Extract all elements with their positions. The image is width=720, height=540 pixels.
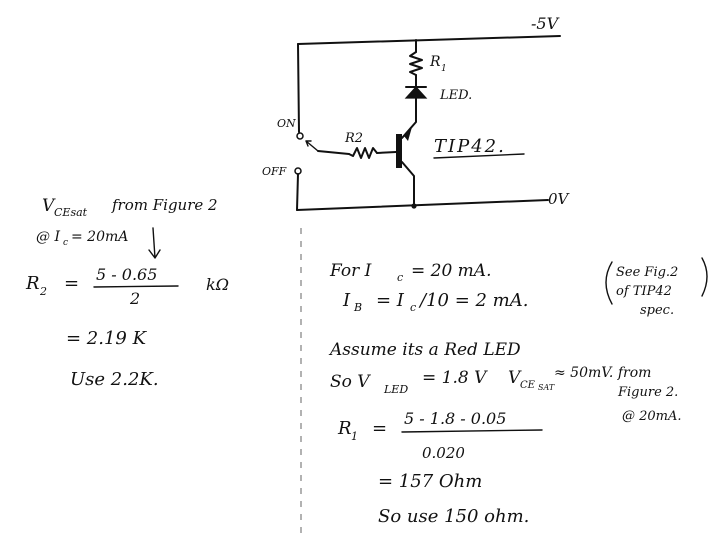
- spec-bracket-right: [701, 257, 708, 297]
- current-condition-value: = 20mA: [71, 229, 128, 245]
- r2-calculation: V CEsat from Figure 2 @ I c = 20mA R 2 =…: [25, 196, 229, 390]
- switch-on-contact: [296, 132, 304, 140]
- base-wire: [376, 151, 397, 154]
- r2-unit: kΩ: [206, 275, 229, 294]
- r2-to-switch-wire: [317, 150, 350, 155]
- transistor-label: TIP42.: [434, 136, 506, 157]
- collector-wire: [401, 161, 415, 207]
- led-symbol: [404, 86, 428, 99]
- ib-subscript: B: [353, 301, 362, 314]
- ground-junction-dot: [411, 203, 417, 209]
- vcesat-right-symbol: V: [508, 368, 522, 388]
- r2-symbol: R: [25, 273, 40, 294]
- vled-label: So V: [330, 372, 371, 392]
- resistor-r1-subscript: 1: [441, 64, 447, 74]
- spec-reference-line2: of TIP42: [616, 284, 672, 299]
- r1-symbol: R: [337, 418, 352, 439]
- vled-value: = 1.8 V: [422, 368, 488, 388]
- vcesat-right-figure: Figure 2.: [617, 385, 678, 400]
- switch-ground-wire: [296, 173, 299, 211]
- current-condition-label: @ I: [36, 229, 60, 245]
- vcesat-subscript: CEsat: [54, 206, 88, 219]
- r2-subscript: 2: [39, 285, 47, 298]
- ic-subscript: c: [397, 271, 403, 284]
- r2-selected-value: Use 2.2K.: [70, 369, 159, 390]
- vcesat-symbol: V: [42, 196, 56, 216]
- resistor-r1-symbol: [409, 51, 423, 76]
- r1-fraction-bar: [401, 429, 543, 433]
- supply-voltage-label: -5V: [531, 14, 560, 33]
- r1-subscript: 1: [351, 430, 358, 443]
- r1-equals: =: [372, 418, 387, 439]
- switch-off-label: OFF: [262, 165, 287, 178]
- switch-feed-wire: [297, 43, 300, 133]
- ib-equals-ic: = I: [376, 290, 405, 311]
- current-condition-subscript: c: [63, 238, 68, 248]
- ground-rail-wire: [296, 199, 549, 211]
- circuit-diagram: -5V R 1 LED. R2 ON OFF: [262, 14, 571, 211]
- vcesat-right-subscript: CE: [520, 380, 536, 391]
- vcesat-right-value: ≈ 50mV. from: [554, 365, 651, 381]
- resistor-r2-label: R2: [344, 131, 363, 146]
- transistor-tip42-symbol: [396, 134, 402, 168]
- ib-value: /10 = 2 mA.: [418, 290, 528, 311]
- ic-value: = 20 mA.: [411, 261, 491, 281]
- ground-voltage-label: 0V: [548, 190, 571, 208]
- spec-bracket-left: [605, 261, 613, 305]
- transistor-label-underline: [433, 153, 525, 159]
- r2-equals: =: [64, 273, 79, 294]
- r2-denominator: 2: [129, 289, 140, 308]
- ic-label: For I: [329, 261, 372, 281]
- ib-ic-subscript: c: [410, 301, 416, 314]
- r1-numerator: 5 - 1.8 - 0.05: [404, 409, 506, 428]
- switch-arm-arrow: [305, 140, 319, 152]
- led-assumption: Assume its a Red LED: [328, 340, 521, 360]
- r2-fraction-bar: [93, 285, 179, 288]
- r2-numerator: 5 - 0.65: [96, 265, 157, 284]
- emitter-arrow: [404, 127, 412, 141]
- r1-selected-value: So use 150 ohm.: [378, 506, 529, 527]
- switch-on-label: ON: [277, 117, 296, 130]
- spec-reference-line3: spec.: [640, 303, 674, 318]
- vcesat-source: from Figure 2: [111, 196, 218, 214]
- r1-denominator: 0.020: [422, 444, 465, 462]
- resistor-r1-label: R: [429, 54, 441, 70]
- vcesat-right-current: @ 20mA.: [622, 409, 682, 424]
- resistor-r2-symbol: [348, 147, 378, 159]
- r1-calculation: For I c = 20 mA. I B = I c /10 = 2 mA. S…: [328, 257, 708, 527]
- vled-subscript: LED: [383, 383, 408, 396]
- vcesat-right-subsubscript: SAT: [538, 383, 555, 392]
- r2-result: = 2.19 K: [66, 328, 148, 349]
- supply-rail-wire: [297, 35, 561, 45]
- down-arrow-icon: [148, 227, 161, 259]
- led-to-emitter-wire: [401, 97, 417, 139]
- spec-reference-line1: See Fig.2: [616, 265, 678, 280]
- ib-symbol: I: [342, 290, 351, 311]
- led-label: LED.: [439, 88, 472, 103]
- r1-result: = 157 Ohm: [378, 471, 482, 492]
